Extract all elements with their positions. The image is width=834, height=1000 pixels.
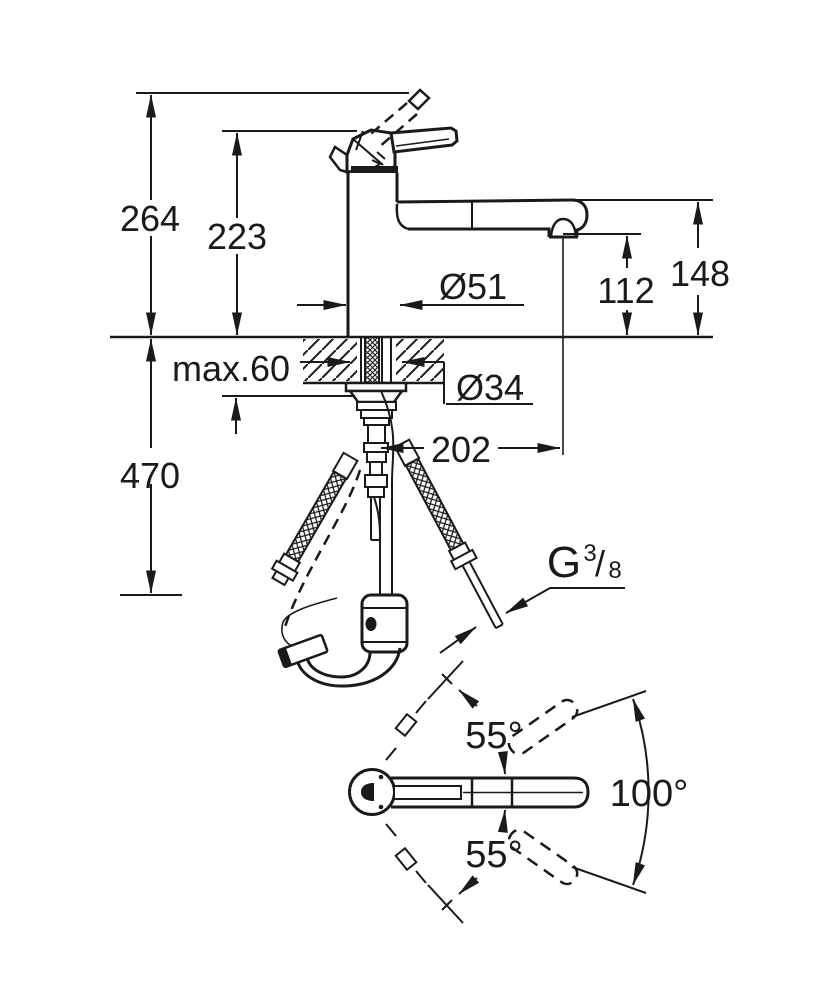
- dim-202-label: 202: [431, 429, 491, 470]
- swivel-upper-dashes: [385, 700, 427, 761]
- thread-numerator-label: 3: [583, 540, 596, 567]
- thread-letter-label: G: [547, 538, 581, 587]
- dim-34-leader: [443, 362, 533, 405]
- swivel-lower-notch: [394, 846, 418, 872]
- thread-slash: /: [595, 543, 605, 584]
- swivel-lower-axis: [427, 884, 464, 924]
- swivel-lower-ext: [571, 866, 647, 894]
- swivel-upper-notch: [394, 712, 418, 738]
- shank-tube-lower: [367, 425, 386, 443]
- dim-g38-leader-upper: [505, 587, 625, 614]
- hose-braid: [284, 470, 348, 564]
- side-view-dimensions: [120, 92, 713, 654]
- spray-end-cap: [277, 633, 329, 669]
- swivel-total-label: 100°: [610, 773, 689, 815]
- counter-hatch-left: [303, 339, 357, 381]
- swivel-upper-arrow-out: [458, 689, 480, 709]
- mounting-cone-nut: [347, 389, 405, 404]
- spout-tip: [571, 198, 589, 237]
- spout-top-edge: [396, 198, 573, 204]
- hose-fitting-2: [449, 548, 478, 571]
- faucet-body-column: [346, 173, 399, 337]
- connector-2: [366, 451, 387, 463]
- faucet-bottom-view: [348, 660, 650, 924]
- counter-hatch-right: [396, 339, 444, 381]
- swivel-upper-tick: [441, 673, 453, 685]
- hose-loop-inner: [305, 651, 372, 679]
- lever-raised-dashed: [365, 102, 418, 149]
- detail-dot-top: [378, 774, 384, 780]
- lever-midline: [395, 138, 450, 147]
- handle-knob-facets: [352, 130, 386, 169]
- dim-max60-label: max.60: [172, 348, 290, 389]
- swivel-upper-label: 55°: [465, 715, 522, 757]
- mounting-nut-2: [360, 409, 393, 419]
- mounting-nut-1: [356, 401, 397, 411]
- spout-body-fillet: [395, 203, 409, 231]
- connector-3: [364, 474, 388, 488]
- hose-loop-outer: [295, 647, 402, 688]
- hose-fitting-3: [271, 569, 290, 587]
- swivel-upper-arrow-in: [497, 751, 508, 775]
- hose-weight: [360, 593, 409, 654]
- handle-knob-left-facet: [328, 145, 348, 174]
- hose-weight-detail: [365, 617, 377, 631]
- dim-g38-leader-lower: [439, 626, 477, 654]
- swivel-lower-arrow-in: [497, 809, 508, 833]
- swivel-lower-dashes: [385, 823, 427, 884]
- dim-34-label: Ø34: [456, 367, 524, 408]
- connector-4: [367, 486, 385, 498]
- swivel-upper-axis: [427, 660, 464, 700]
- spout-rotated-lower-dashed: [507, 828, 579, 886]
- dim-264-label: 264: [120, 198, 180, 239]
- thread-denominator-label: 8: [608, 557, 621, 584]
- undercounter-assembly: [270, 336, 504, 688]
- handle-base-band: [351, 166, 398, 173]
- spout-top-view: [391, 776, 590, 809]
- dim-223-label: 223: [207, 216, 267, 257]
- detail-dot-bottom: [378, 804, 384, 810]
- pullout-wand-top-view: [393, 785, 462, 800]
- dim-51-label: Ø51: [439, 266, 507, 307]
- swivel-total-arc: [632, 698, 650, 886]
- tube-segment: [369, 462, 383, 475]
- shank-tubes: [360, 337, 392, 383]
- swivel-lower-arrow-out: [458, 875, 480, 895]
- hose-silhouette: [281, 597, 338, 646]
- pullout-hose-left-line: [373, 496, 381, 595]
- threaded-shank: [364, 336, 380, 384]
- handle-mark: [361, 783, 374, 801]
- spout-rotated-upper-dashed: [507, 698, 579, 756]
- lever-horizontal: [389, 126, 459, 154]
- dim-112-label: 112: [597, 270, 654, 311]
- dim-148-label: 148: [670, 253, 730, 294]
- swivel-lower-tick: [441, 899, 453, 911]
- handle-knob: [345, 128, 397, 174]
- supply-hose-left: [270, 451, 359, 587]
- aerator-dome: [549, 217, 578, 238]
- hose-braid: [404, 457, 465, 552]
- dim-470-label: 470: [120, 455, 180, 496]
- spray-end-cap-end: [278, 647, 292, 668]
- mounting-nut-3: [363, 417, 390, 426]
- swivel-lower-label: 55°: [465, 834, 522, 876]
- dimension-labels: 264 223 max.60 470 Ø51 112 148 Ø34 202 G…: [120, 198, 730, 876]
- swivel-upper-ext: [571, 690, 647, 718]
- lever-raised-tip: [407, 88, 431, 111]
- hose-end-tube: [462, 562, 504, 629]
- hose-weight-caps: [362, 607, 407, 643]
